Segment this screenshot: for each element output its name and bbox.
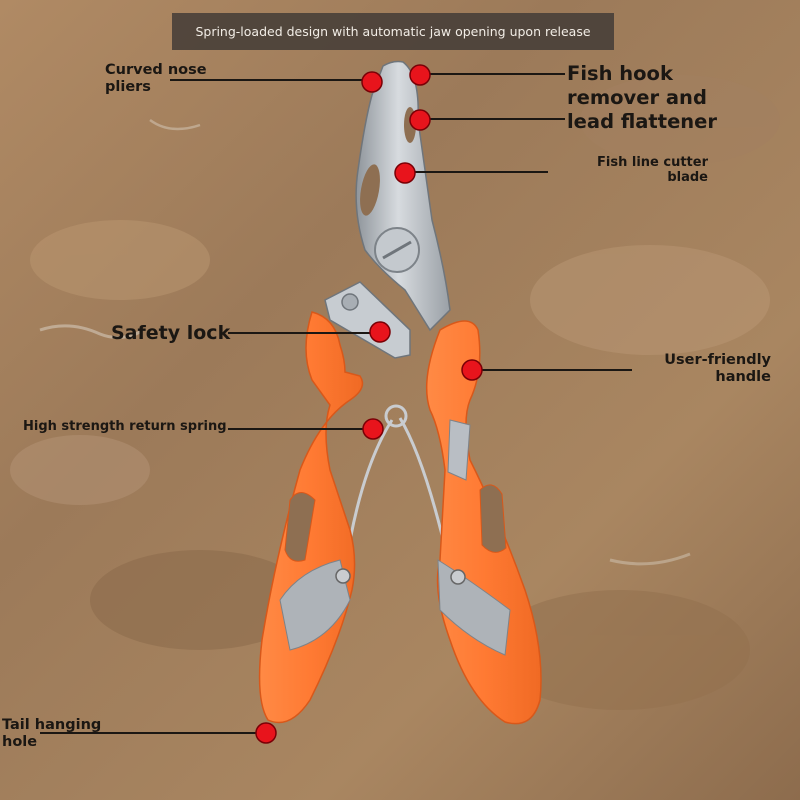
right-handle <box>425 320 542 725</box>
marker-tail-hole <box>255 722 277 744</box>
stone-texture <box>10 75 780 710</box>
label-tail-hanging-hole: Tail hanging hole <box>2 717 102 750</box>
marker-handle <box>461 359 483 381</box>
label-return-spring: High strength return spring <box>23 419 227 434</box>
feature-banner: Spring-loaded design with automatic jaw … <box>172 13 614 50</box>
marker-spring <box>362 418 384 440</box>
label-fish-hook-remover: Fish hook remover and lead flattener <box>567 62 718 133</box>
label-curved-nose-pliers: Curved nose pliers <box>105 62 207 95</box>
label-safety-lock: Safety lock <box>111 322 231 344</box>
marker-curved-nose <box>361 71 383 93</box>
marker-safety-lock <box>369 321 391 343</box>
label-user-friendly-handle: User-friendly handle <box>664 352 771 385</box>
marker-line-cutter <box>394 162 416 184</box>
label-fish-line-cutter: Fish line cutter blade <box>597 155 708 185</box>
marker-hook-remover-top <box>409 64 431 86</box>
leader-lines <box>40 73 632 734</box>
plier-jaws <box>324 60 451 359</box>
callout-markers <box>255 64 483 744</box>
marker-hook-remover-bottom <box>409 109 431 131</box>
jaw-slot-left <box>360 164 380 216</box>
left-handle <box>258 311 364 724</box>
